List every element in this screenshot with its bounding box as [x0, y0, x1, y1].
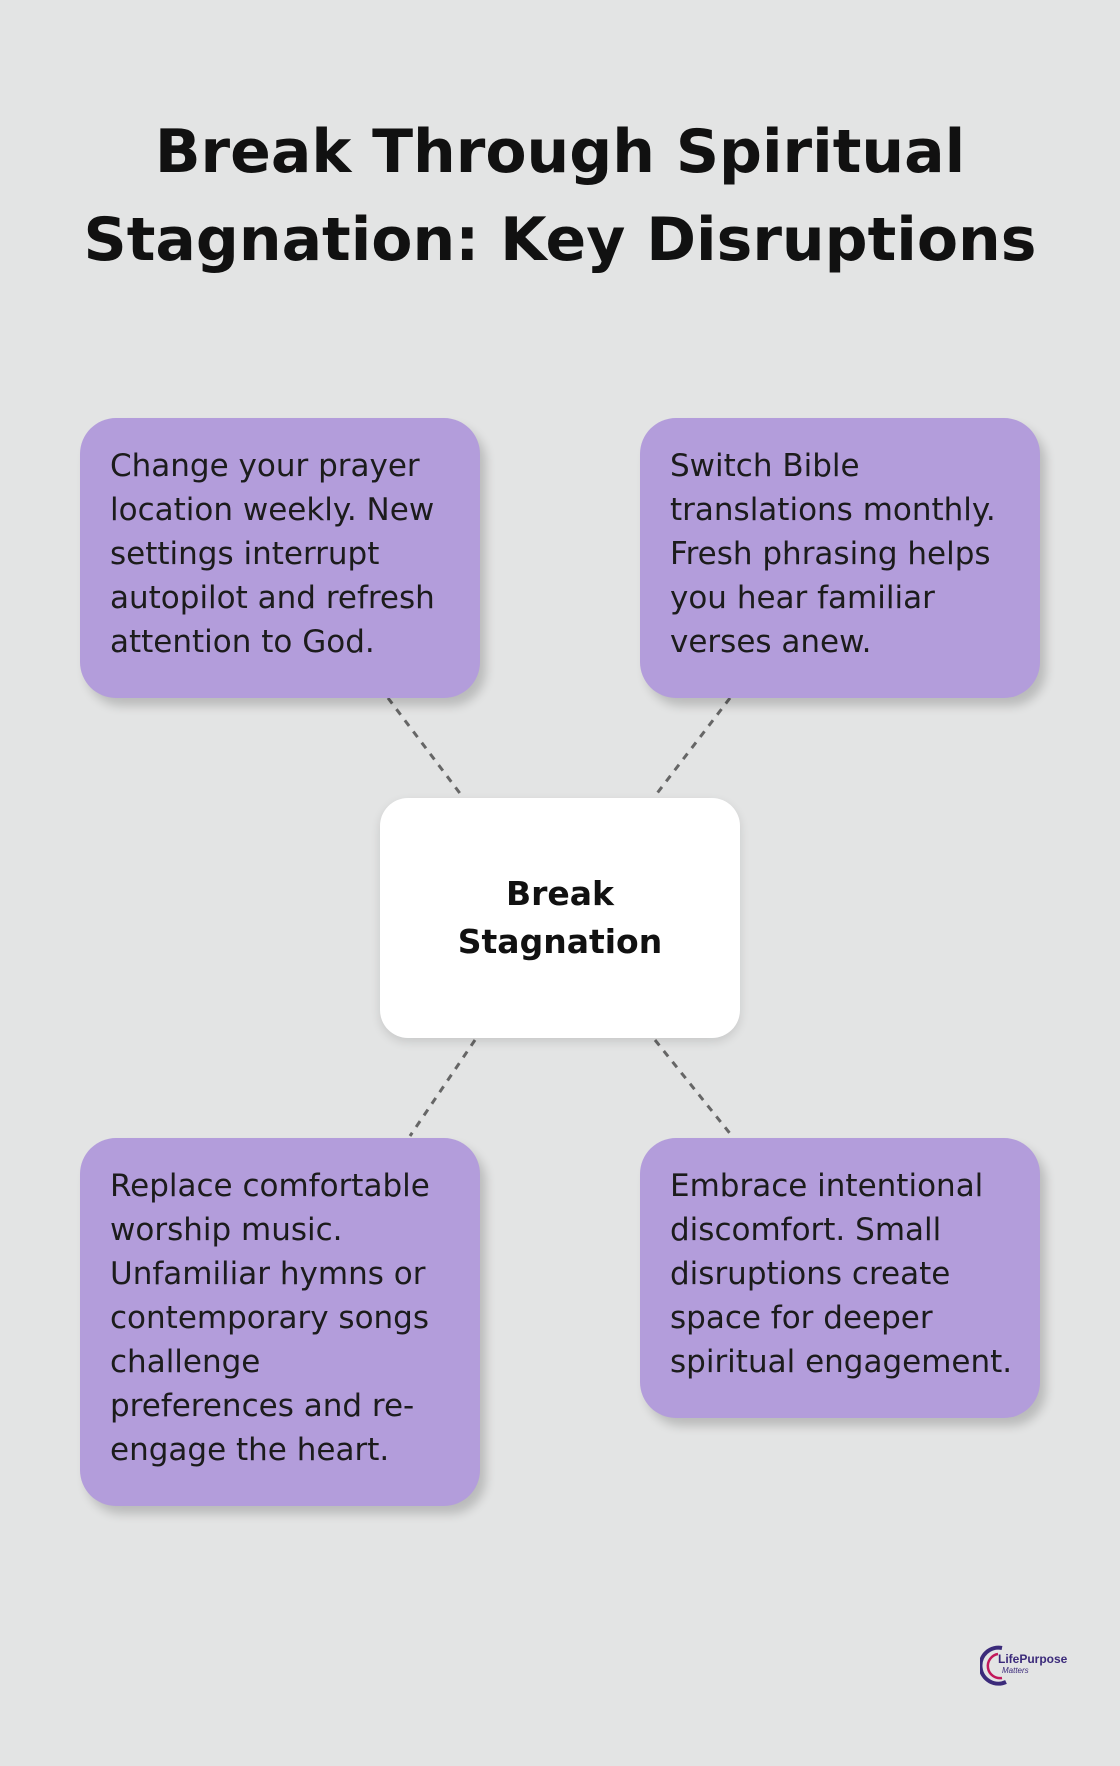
logo-wordmark: LifePurpose: [998, 1652, 1068, 1666]
disruption-card-text: Change your prayer location weekly. New …: [110, 448, 435, 660]
connector-bottom-right: [653, 1039, 734, 1137]
disruption-card-text: Switch Bible translations monthly. Fresh…: [670, 448, 996, 660]
logo-tagline: Matters: [1002, 1666, 1029, 1675]
disruption-card-text: Replace comfortable worship music. Unfam…: [110, 1168, 430, 1468]
disruption-card-prayer-location: Change your prayer location weekly. New …: [80, 418, 480, 698]
central-node-label: Break Stagnation: [457, 874, 663, 961]
connector-bottom-left: [408, 1039, 477, 1137]
disruption-card-text: Embrace intentional discomfort. Small di…: [670, 1168, 1013, 1380]
central-node: Break Stagnation: [380, 798, 740, 1038]
disruption-card-worship-music: Replace comfortable worship music. Unfam…: [80, 1138, 480, 1506]
disruption-card-intentional-discomfort: Embrace intentional discomfort. Small di…: [640, 1138, 1040, 1418]
disruption-card-bible-translations: Switch Bible translations monthly. Fresh…: [640, 418, 1040, 698]
connector-top-right: [653, 697, 732, 797]
brand-logo: LifePurpose Matters: [980, 1642, 1067, 1688]
logo-swirl-icon: [980, 1645, 1007, 1686]
connector-top-left: [386, 697, 464, 797]
page-title: Break Through Spiritual Stagnation: Key …: [83, 117, 1037, 275]
